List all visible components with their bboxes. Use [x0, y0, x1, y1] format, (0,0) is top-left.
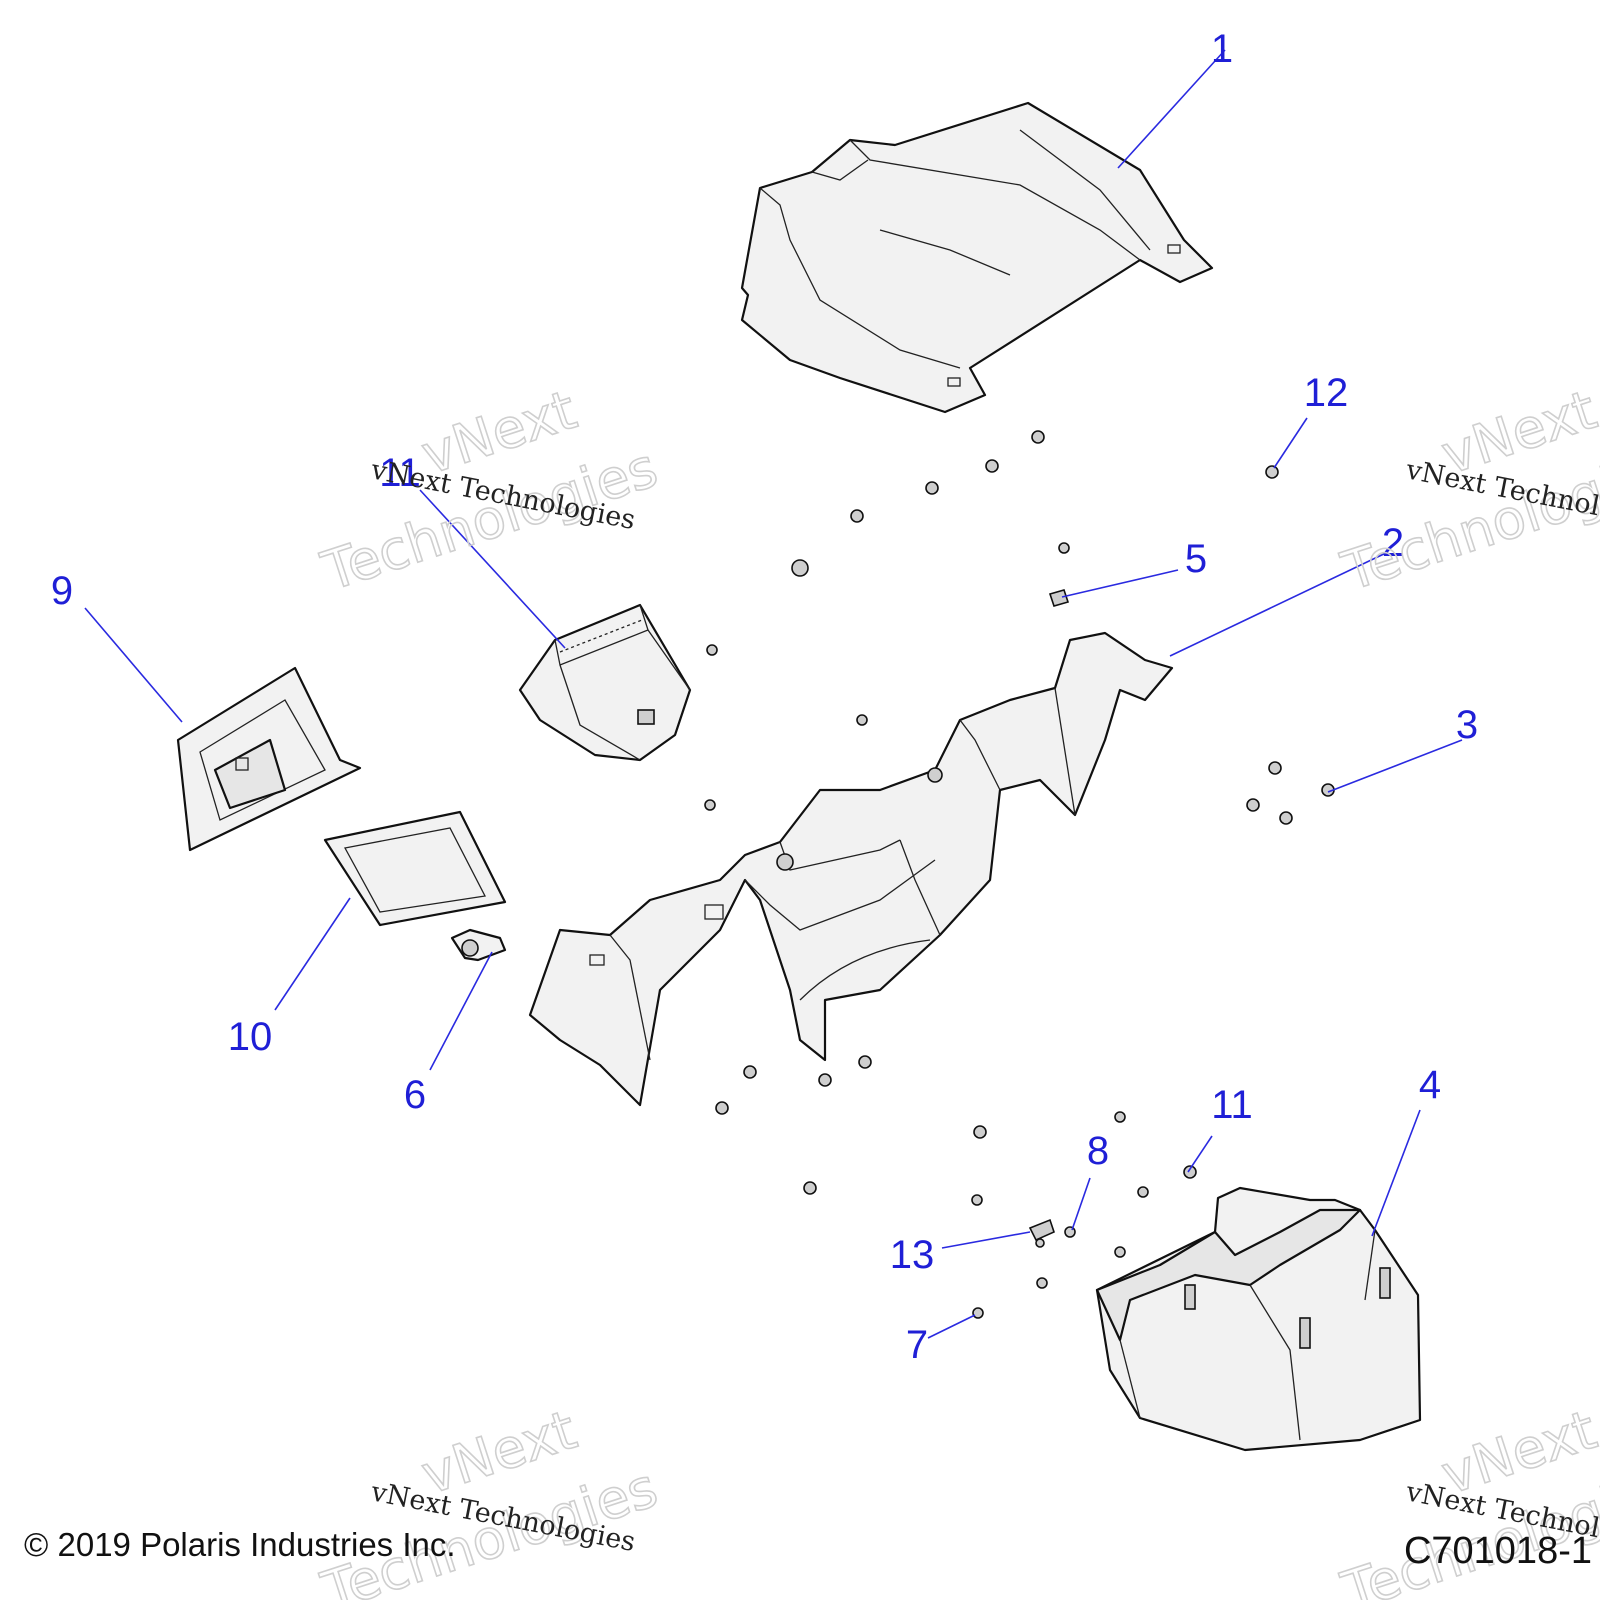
watermark-bottom-left: vNext Technologies: [313, 1397, 665, 1600]
figure-code: C701018-1: [1403, 1530, 1592, 1572]
part-13-bracket: [1028, 1218, 1055, 1248]
callout-6: 6: [404, 1073, 426, 1117]
callout-13: 13: [890, 1233, 935, 1277]
part-4-glove-box-bin: [1095, 1186, 1422, 1452]
callout-11-fastener: 11: [1211, 1083, 1253, 1127]
part-2-main-dash-panel: [528, 631, 1174, 1107]
callout-8: 8: [1087, 1129, 1109, 1173]
callout-3: 3: [1456, 703, 1478, 747]
leader-lines: [84, 49, 1463, 1339]
callout-labels: 1 2 3 4 5 6 7 8 9 10 11 11 12 13: [51, 27, 1478, 1367]
part-10-gasket-frame: [323, 810, 507, 927]
callout-4: 4: [1419, 1063, 1441, 1107]
part-6-latch: [450, 928, 507, 962]
callout-9: 9: [51, 569, 73, 613]
callout-7: 7: [906, 1323, 928, 1367]
callout-5: 5: [1185, 537, 1207, 581]
callout-12: 12: [1304, 371, 1349, 415]
part-9-instrument-bezel: [176, 666, 362, 852]
callout-10: 10: [228, 1015, 273, 1059]
callout-1: 1: [1211, 27, 1233, 71]
callout-11-display: 11: [379, 451, 421, 495]
part-5-clip: [1048, 589, 1070, 607]
part-1-upper-dash-cover: [740, 101, 1214, 414]
part-11-display-box: [518, 603, 692, 762]
copyright-notice: © 2019 Polaris Industries Inc.: [24, 1526, 456, 1563]
fasteners: [704, 430, 1335, 1319]
callout-2: 2: [1382, 521, 1404, 565]
